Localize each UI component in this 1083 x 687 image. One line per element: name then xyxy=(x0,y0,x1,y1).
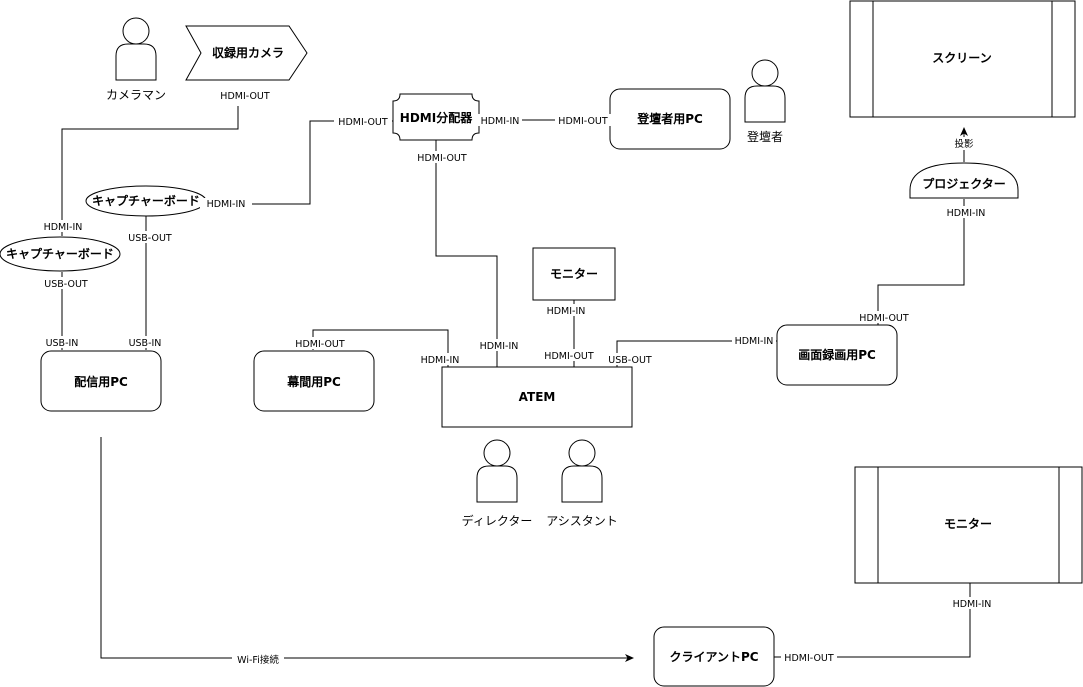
port-label: HDMI-OUT xyxy=(295,339,345,350)
edge-splitter-to-atem xyxy=(435,140,498,367)
client-pc-label: クライアントPC xyxy=(669,650,758,664)
port-label: USB-OUT xyxy=(44,279,88,290)
break-pc-label: 幕間用PC xyxy=(286,374,341,389)
director-label: ディレクター xyxy=(462,513,533,528)
distribution-pc-node: 配信用PC xyxy=(40,350,162,412)
edge-client-pc-to-monitor xyxy=(774,583,971,658)
person-speaker: 登壇者 xyxy=(744,59,786,144)
projector-node: プロジェクター xyxy=(909,162,1019,199)
port-label: USB-IN xyxy=(129,338,162,349)
person-cameraman: カメラマン xyxy=(106,17,166,102)
monitor-client-label: モニター xyxy=(944,517,992,531)
screen-record-pc-node: 画面録画用PC xyxy=(776,324,898,386)
capture-board-lower-node: キャプチャーボード xyxy=(0,236,121,272)
port-label: HDMI-IN xyxy=(480,341,519,352)
atem-node: ATEM xyxy=(441,366,633,428)
monitor-client-node: モニター xyxy=(854,466,1083,584)
edge-record-pc-to-projector xyxy=(877,199,965,325)
port-label: HDMI-OUT xyxy=(859,313,909,324)
port-label: HDMI-IN xyxy=(947,208,986,219)
wifi-label: Wi-Fi接続 xyxy=(237,654,279,666)
port-label: HDMI-IN xyxy=(953,599,992,610)
capture-board-upper-label: キャプチャーボード xyxy=(92,193,200,208)
projector-label: プロジェクター xyxy=(922,176,1006,191)
port-label: HDMI-OUT xyxy=(338,117,388,128)
port-label: HDMI-OUT xyxy=(220,91,270,102)
person-director: ディレクター xyxy=(462,439,533,528)
client-pc-node: クライアントPC xyxy=(653,626,775,687)
screen-node: スクリーン xyxy=(849,0,1076,118)
speaker-pc-label: 登壇者用PC xyxy=(636,111,703,126)
atem-label: ATEM xyxy=(519,390,556,404)
monitor-atem-node: モニター xyxy=(532,247,616,301)
distribution-pc-label: 配信用PC xyxy=(74,374,128,389)
port-label: USB-IN xyxy=(46,338,79,349)
port-label: HDMI-IN xyxy=(547,306,586,317)
port-label: HDMI-IN xyxy=(421,355,460,366)
speaker-label: 登壇者 xyxy=(747,129,783,144)
port-label: HDMI-IN xyxy=(481,116,520,127)
camera-node: 収録用カメラ xyxy=(185,25,308,81)
port-label: HDMI-IN xyxy=(207,199,246,210)
port-label: USB-OUT xyxy=(608,355,652,366)
camera-label: 収録用カメラ xyxy=(212,45,284,60)
port-label: HDMI-OUT xyxy=(417,153,467,164)
screen-record-pc-label: 画面録画用PC xyxy=(798,347,876,362)
monitor-atem-label: モニター xyxy=(550,267,598,281)
speaker-pc-node: 登壇者用PC xyxy=(609,88,731,150)
person-assistant: アシスタント xyxy=(546,439,618,528)
capture-board-upper-node: キャプチャーボード xyxy=(85,185,207,217)
port-label: HDMI-IN xyxy=(44,222,83,233)
edge-dist-pc-to-client-pc xyxy=(100,437,634,662)
edge-splitter-to-capture-upper xyxy=(206,120,393,205)
projection-label: 投影 xyxy=(954,138,974,150)
port-label: HDMI-IN xyxy=(735,336,774,347)
screen-label: スクリーン xyxy=(932,51,991,65)
port-labels: HDMI-OUT HDMI-IN USB-OUT USB-IN HDMI-IN … xyxy=(38,89,994,666)
hdmi-splitter-label: HDMI分配器 xyxy=(400,110,473,125)
port-label: HDMI-OUT xyxy=(544,351,594,362)
break-pc-node: 幕間用PC xyxy=(253,350,375,412)
port-label: HDMI-OUT xyxy=(558,116,608,127)
capture-board-lower-label: キャプチャーボード xyxy=(6,246,114,261)
hdmi-splitter-node: HDMI分配器 xyxy=(392,93,480,141)
cameraman-label: カメラマン xyxy=(106,88,166,102)
edge-camera-to-capture-lower xyxy=(61,106,239,236)
assistant-label: アシスタント xyxy=(546,514,618,528)
port-label: USB-OUT xyxy=(128,233,172,244)
port-label: HDMI-OUT xyxy=(784,653,834,664)
